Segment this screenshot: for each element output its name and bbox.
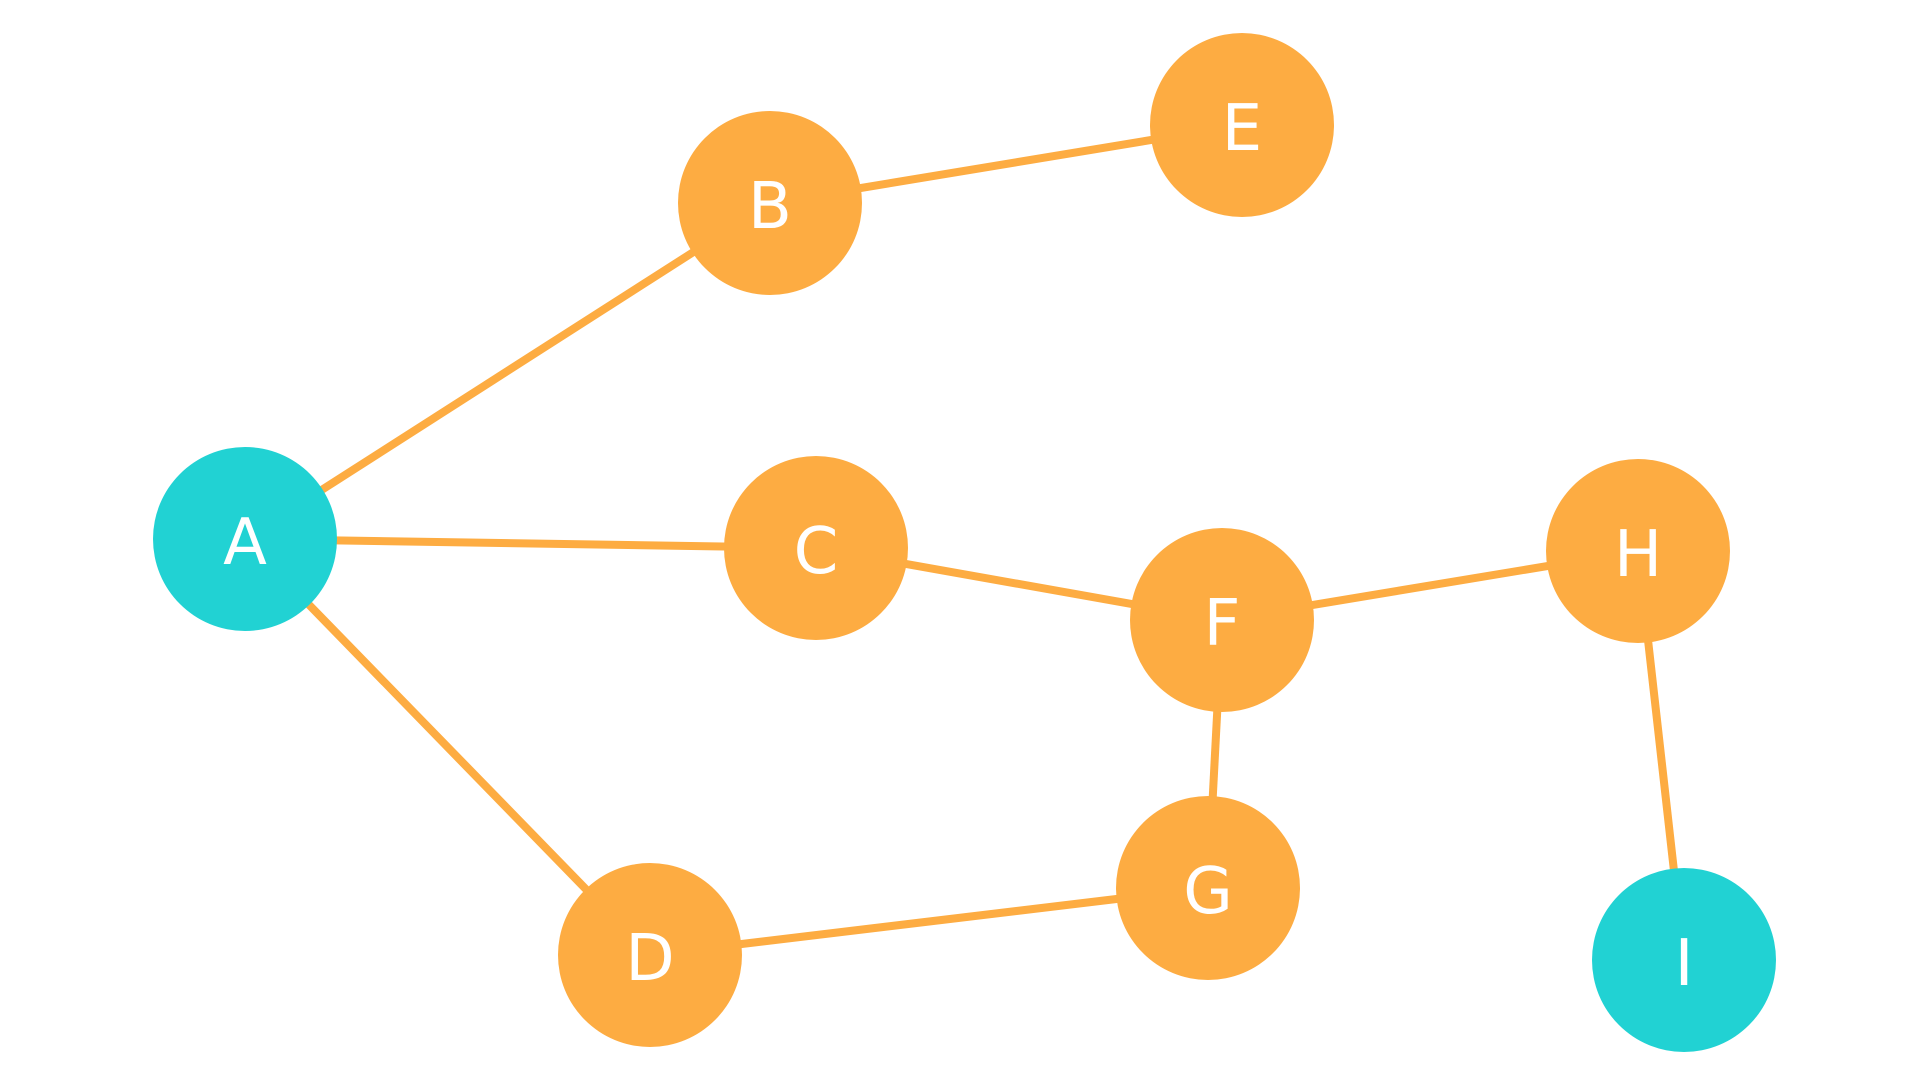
node-c: C <box>724 456 908 640</box>
node-label: A <box>223 506 267 580</box>
edge-a-c <box>244 535 817 552</box>
node-label: I <box>1675 927 1694 1001</box>
node-d: D <box>558 863 742 1047</box>
node-label: D <box>625 922 674 996</box>
edge-a-b <box>242 199 773 543</box>
node-label: F <box>1204 587 1241 661</box>
node-label: E <box>1222 92 1262 166</box>
node-h: H <box>1546 459 1730 643</box>
node-circle <box>1130 528 1314 712</box>
node-label: C <box>794 515 839 589</box>
node-circle <box>724 456 908 640</box>
edges-layer <box>242 121 1688 961</box>
node-label: G <box>1183 855 1233 929</box>
node-label: H <box>1614 518 1662 592</box>
node-f: F <box>1130 528 1314 712</box>
edge-d-g <box>649 884 1209 959</box>
node-a: A <box>153 447 337 631</box>
node-circle <box>558 863 742 1047</box>
node-label: B <box>748 170 792 244</box>
edge-a-d <box>242 536 653 958</box>
node-circle <box>678 111 862 295</box>
node-circle <box>1592 868 1776 1052</box>
node-circle <box>1546 459 1730 643</box>
node-circle <box>1150 33 1334 217</box>
node-circle <box>1116 796 1300 980</box>
node-e: E <box>1150 33 1334 217</box>
nodes-layer: A B C D E F G H I <box>153 33 1776 1052</box>
node-g: G <box>1116 796 1300 980</box>
node-circle <box>153 447 337 631</box>
node-i: I <box>1592 868 1776 1052</box>
node-b: B <box>678 111 862 295</box>
